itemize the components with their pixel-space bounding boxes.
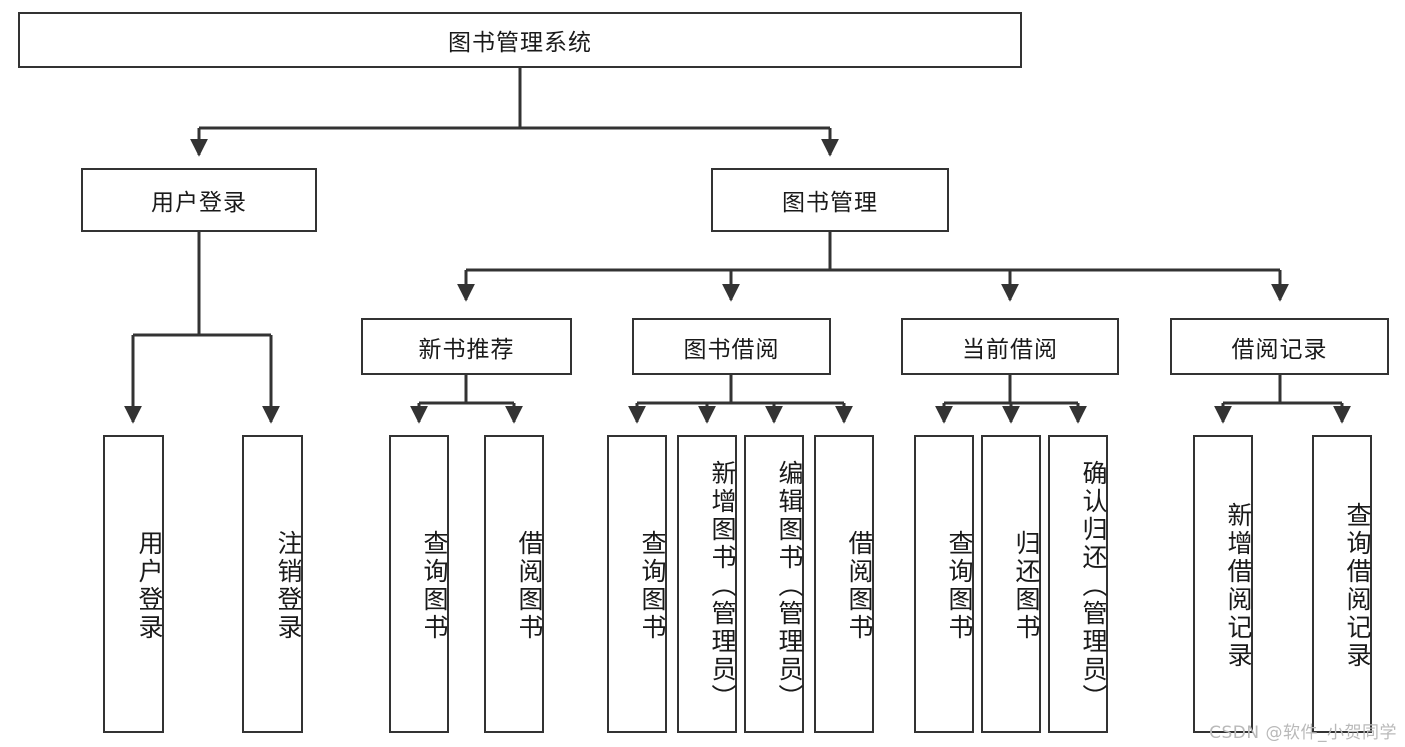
node-leaf-add-record[interactable]: 新增借阅记录 bbox=[1193, 435, 1253, 733]
node-label: 借阅图书 bbox=[845, 530, 874, 642]
node-current-borrow[interactable]: 当前借阅 bbox=[901, 318, 1119, 375]
node-book-borrow[interactable]: 图书借阅 bbox=[632, 318, 831, 375]
node-root-book-management-system[interactable]: 图书管理系统 bbox=[18, 12, 1022, 68]
node-leaf-query-book-1[interactable]: 查询图书 bbox=[389, 435, 449, 733]
node-leaf-add-book[interactable]: 新增图书（管理员） bbox=[677, 435, 737, 733]
node-label: 用户登录 bbox=[135, 530, 164, 642]
node-label: 查询图书 bbox=[638, 530, 667, 642]
node-leaf-edit-book[interactable]: 编辑图书（管理员） bbox=[744, 435, 804, 733]
node-label: 新书推荐 bbox=[418, 336, 515, 363]
node-label: 新增图书（管理员） bbox=[708, 460, 737, 712]
node-label: 图书借阅 bbox=[683, 336, 780, 363]
node-label: 当前借阅 bbox=[962, 336, 1058, 363]
node-leaf-borrow-book-2[interactable]: 借阅图书 bbox=[814, 435, 874, 733]
node-book-manage[interactable]: 图书管理 bbox=[711, 168, 949, 232]
node-label: 借阅图书 bbox=[515, 530, 544, 642]
watermark: CSDN @软件_小贺同学 bbox=[1209, 723, 1397, 743]
node-label: 查询图书 bbox=[420, 530, 449, 642]
node-leaf-query-record[interactable]: 查询借阅记录 bbox=[1312, 435, 1372, 733]
node-leaf-user-login[interactable]: 用户登录 bbox=[103, 435, 164, 733]
node-label: 注销登录 bbox=[274, 530, 303, 642]
node-borrow-record[interactable]: 借阅记录 bbox=[1170, 318, 1389, 375]
node-label: 查询借阅记录 bbox=[1343, 502, 1372, 670]
node-leaf-query-book-2[interactable]: 查询图书 bbox=[607, 435, 667, 733]
node-new-book-rec[interactable]: 新书推荐 bbox=[361, 318, 572, 375]
node-user-login[interactable]: 用户登录 bbox=[81, 168, 317, 232]
node-leaf-logout[interactable]: 注销登录 bbox=[242, 435, 303, 733]
node-label: 编辑图书（管理员） bbox=[775, 460, 804, 712]
node-label: 归还图书 bbox=[1012, 530, 1041, 642]
node-label: 图书管理系统 bbox=[448, 30, 592, 56]
node-label: 新增借阅记录 bbox=[1224, 502, 1253, 670]
node-label: 借阅记录 bbox=[1231, 336, 1328, 363]
node-leaf-query-book-3[interactable]: 查询图书 bbox=[914, 435, 974, 733]
node-leaf-borrow-book-1[interactable]: 借阅图书 bbox=[484, 435, 544, 733]
node-leaf-return-book[interactable]: 归还图书 bbox=[981, 435, 1041, 733]
node-label: 查询图书 bbox=[945, 530, 974, 642]
node-label: 确认归还（管理员） bbox=[1079, 460, 1108, 712]
node-leaf-confirm-return[interactable]: 确认归还（管理员） bbox=[1048, 435, 1108, 733]
node-label: 图书管理 bbox=[782, 190, 878, 216]
node-label: 用户登录 bbox=[151, 190, 247, 216]
